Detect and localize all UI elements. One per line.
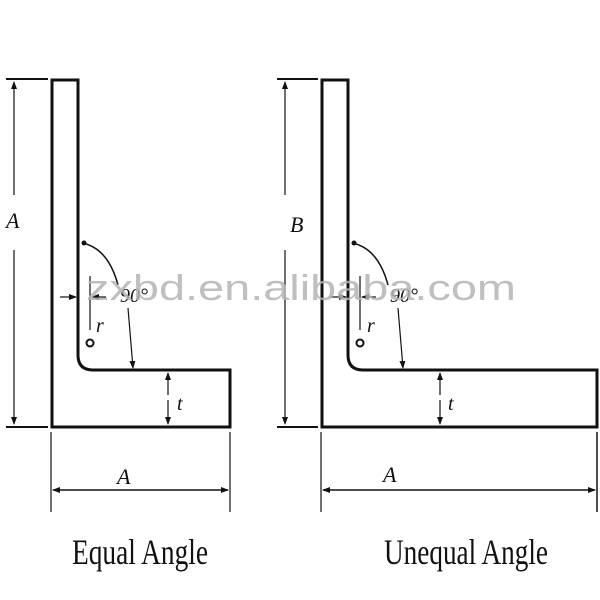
equal-horizontal-dim-label: A [115,464,131,489]
equal-radius-label: r [96,315,104,337]
equal-thickness-label: t [177,393,183,415]
equal-radius-center-icon [85,338,95,348]
equal-angle-label: 90° [120,285,148,307]
equal-angle-diagram: A A t 90° r Equal Angle [4,78,232,572]
unequal-angle-label: 90° [390,285,418,307]
unequal-radius-label: r [367,315,375,337]
unequal-angle-caption: Unequal Angle [384,532,548,572]
watermark-text: zxbd.en.alibaba.com [86,267,516,308]
equal-vertical-dim-label: A [4,208,20,233]
unequal-angle-profile [320,78,599,429]
equal-angle-caption: Equal Angle [72,532,208,572]
unequal-radius-center-icon [355,338,365,348]
unequal-thickness-label: t [448,393,454,415]
equal-angle-profile [50,78,232,429]
unequal-vertical-dim-label: B [290,212,303,237]
unequal-horizontal-dim-label: A [381,462,397,487]
unequal-angle-diagram: B A t 90° r Unequal Angle [277,78,599,572]
